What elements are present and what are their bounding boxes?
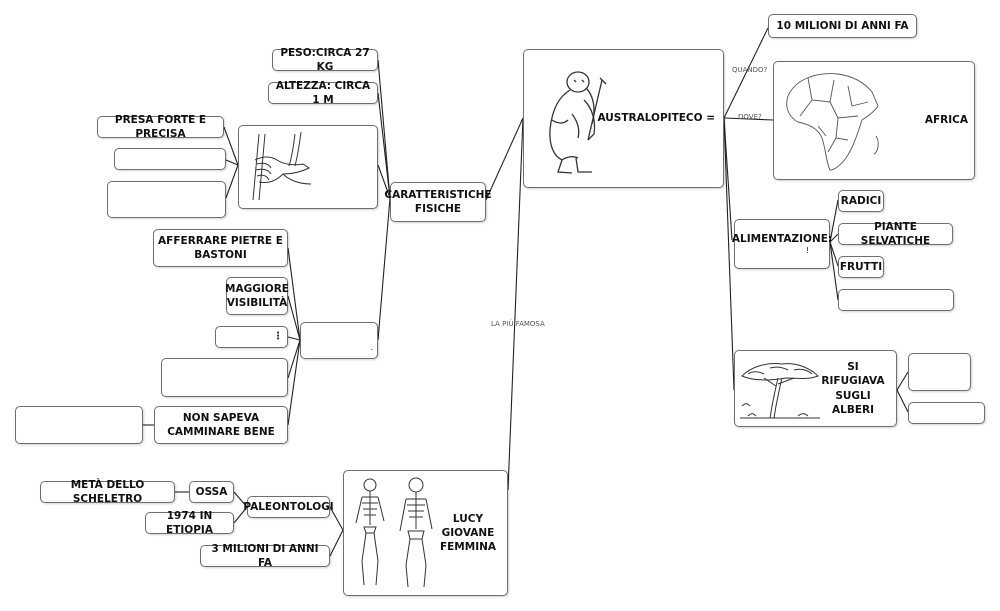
africa-node: AFRICA <box>773 61 975 180</box>
skeleton-illustration <box>355 477 433 588</box>
dots-text: ⋮ <box>273 331 283 343</box>
lucy-title: LUCY GIOVANE FEMMINA <box>439 512 497 554</box>
hand-illustration <box>252 131 312 201</box>
age-node: 3 MILIONI DI ANNI FA <box>200 543 330 569</box>
food-empty-field[interactable] <box>838 289 954 311</box>
food-title: ALIMENTAZIONE: <box>731 232 833 245</box>
physical-node: CARATTERISTICHE FISICHE <box>384 182 492 222</box>
refuge-empty-field-1[interactable] <box>908 353 971 391</box>
famous-label: LA PIÙ FAMOSA <box>491 320 545 328</box>
center-title: AUSTRALOPITECO = <box>597 112 715 125</box>
food-mark: ! <box>805 245 809 255</box>
food-item-radici: RADICI <box>838 190 884 212</box>
food-item-piante: PIANTE SELVATICHE <box>838 221 953 247</box>
height-node: ALTEZZA: CIRCA 1 M <box>268 80 378 106</box>
walk-node: NON SAPEVA CAMMINARE BENE <box>154 406 288 444</box>
abilities-dot: . <box>370 343 373 353</box>
grip-empty-field-2[interactable] <box>107 181 226 218</box>
bones-node: OSSA <box>189 481 234 503</box>
dots-field[interactable]: ⋮ <box>215 326 288 348</box>
refuge-empty-field-2[interactable] <box>908 402 985 424</box>
grab-node: AFFERRARE PIETRE E BASTONI <box>153 229 288 267</box>
walk-empty-field[interactable] <box>15 406 143 444</box>
refuge-node: SI RIFUGIAVA SUGLI ALBERI <box>734 350 897 427</box>
australopithecus-node: AUSTRALOPITECO = <box>523 49 724 188</box>
when-answer: 10 MILIONI DI ANNI FA <box>768 14 917 38</box>
paleo-node: PALEONTOLOGI <box>243 496 334 518</box>
where-label: DOVE? <box>738 113 762 121</box>
lucy-node: LUCY GIOVANE FEMMINA <box>343 470 508 596</box>
food-node: ALIMENTAZIONE: ! <box>731 219 833 269</box>
abilities-empty-node[interactable]: . <box>300 322 378 359</box>
refuge-title: SI RIFUGIAVA SUGLI ALBERI <box>821 361 885 416</box>
visibility-node: MAGGIORE VISIBILITÀ <box>225 277 289 315</box>
grip-empty-field-1[interactable] <box>114 148 226 170</box>
when-label: QUANDO? <box>732 66 768 74</box>
where-answer: AFRICA <box>924 114 968 127</box>
grip-node: PRESA FORTE E PRECISA <box>97 114 224 140</box>
food-item-frutti: FRUTTI <box>838 256 884 278</box>
africa-map <box>786 73 879 171</box>
ape-illustration <box>549 71 607 174</box>
tree-illustration <box>740 363 820 419</box>
year-node: 1974 IN ETIOPIA <box>145 510 234 536</box>
abilities-empty-field[interactable] <box>161 358 288 397</box>
half-skeleton-node: METÀ DELLO SCHELETRO <box>40 479 175 505</box>
grip-image-node <box>238 125 378 209</box>
weight-node: PESO:CIRCA 27 KG <box>272 47 378 73</box>
